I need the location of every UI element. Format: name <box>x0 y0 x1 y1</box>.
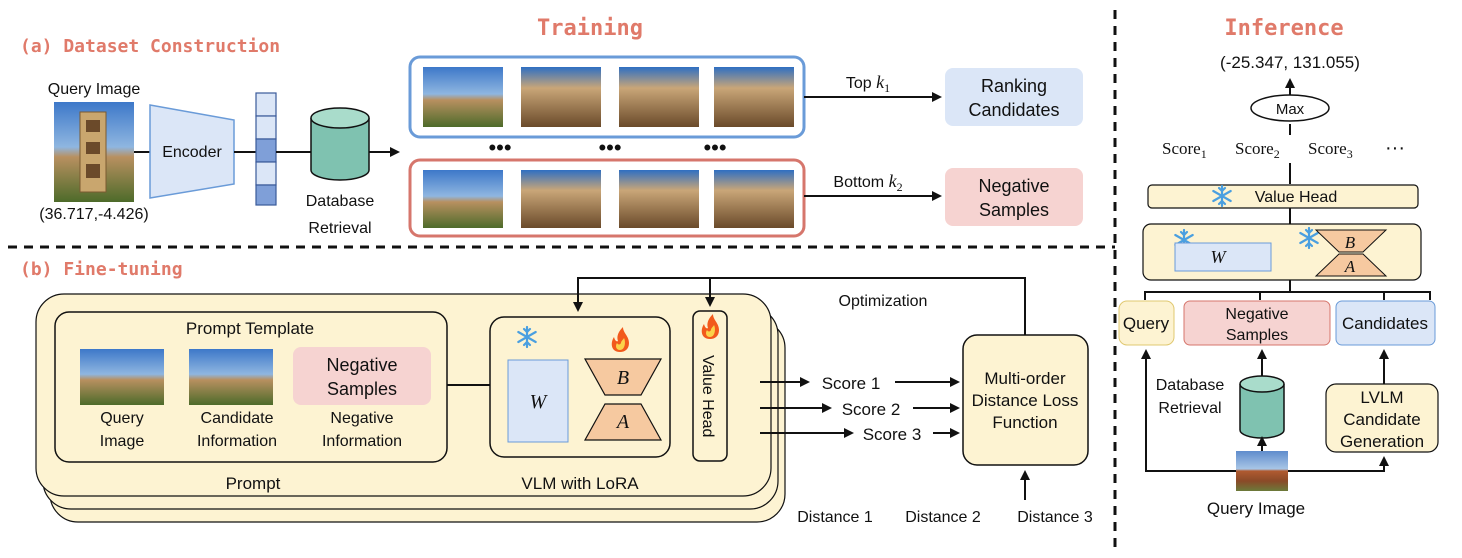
candidate-image-thumb <box>189 349 273 405</box>
inference-database-icon <box>1239 375 1285 439</box>
inference-value-head-label: Value Head <box>1255 189 1337 206</box>
ranking-label-2: Candidates <box>968 100 1059 120</box>
b-label: B <box>617 367 629 389</box>
inference-w-label: W <box>1211 247 1228 267</box>
database-label-1: Database <box>306 193 375 210</box>
inference-db-label-2: Retrieval <box>1158 400 1221 417</box>
query-image-text-2: Image <box>100 433 145 450</box>
dots-3: ••• <box>703 135 726 160</box>
inference-value-head-box <box>1147 184 1419 209</box>
inference-query-image <box>1236 451 1288 491</box>
training-title: Training <box>537 16 643 41</box>
inference-w-block <box>1174 242 1272 272</box>
inference-title: Inference <box>1224 16 1343 41</box>
ranking-label-1: Ranking <box>981 76 1047 96</box>
inference-neg-label-2: Samples <box>1226 327 1288 344</box>
score-1-inference: Score1 <box>1162 139 1207 161</box>
finetuning-title: (b) Fine-tuning <box>20 259 183 280</box>
negative-label-1: Negative <box>978 176 1049 196</box>
negative-samples-inner-box <box>293 347 431 405</box>
loss-label-3: Function <box>992 413 1057 432</box>
encoder-label: Encoder <box>162 144 222 161</box>
inference-a-label: A <box>1344 257 1356 276</box>
encoder-block <box>149 104 235 199</box>
value-head-label: Value Head <box>699 355 716 437</box>
database-icon <box>310 107 370 181</box>
bottom-negative-photos <box>423 170 794 228</box>
w-label: W <box>530 391 549 413</box>
distance-3-label: Distance 3 <box>1017 509 1093 526</box>
negative-samples-box <box>945 168 1083 226</box>
score-2-label: Score 2 <box>842 400 901 419</box>
score-2-inference: Score2 <box>1235 139 1280 161</box>
dots-1: ••• <box>488 135 511 160</box>
inference-b-label: B <box>1345 233 1356 252</box>
inference-query-image-label: Query Image <box>1207 499 1305 518</box>
loss-label-2: Distance Loss <box>972 391 1079 410</box>
score-3-inference: Score3 <box>1308 139 1353 161</box>
dataset-construction-title: (a) Dataset Construction <box>20 36 280 57</box>
inference-query-box <box>1118 300 1175 346</box>
prompt-template-label: Prompt Template <box>186 319 314 338</box>
lvlm-generation-box <box>1325 383 1439 453</box>
value-head-box <box>692 310 728 462</box>
inference-candidates-box <box>1335 300 1436 346</box>
negative-label-2: Samples <box>979 200 1049 220</box>
prompt-label: Prompt <box>226 474 281 493</box>
distance-2-label: Distance 2 <box>905 509 981 526</box>
optimization-arrow <box>573 277 1026 335</box>
frozen-weight-w <box>507 359 569 443</box>
inference-neg-label-1: Negative <box>1225 306 1288 323</box>
top-k-label: Top k1 <box>846 72 890 95</box>
inference-candidates-label: Candidates <box>1342 314 1428 333</box>
neg-info-text-2: Information <box>322 433 402 450</box>
database-label-2: Retrieval <box>308 220 371 237</box>
score-1-label: Score 1 <box>822 374 881 393</box>
neg-box-text-2: Samples <box>327 379 397 399</box>
max-node <box>1250 94 1330 122</box>
score-3-label: Score 3 <box>863 425 922 444</box>
bottom-k-label: Bottom k2 <box>833 171 902 194</box>
a-label: A <box>615 411 630 433</box>
query-image-label: Query Image <box>48 81 141 98</box>
query-image-thumb <box>80 349 164 405</box>
lvlm-label-3: Generation <box>1340 432 1424 451</box>
max-label: Max <box>1276 101 1305 118</box>
dots-2: ••• <box>598 135 621 160</box>
bottom-negatives-box <box>408 158 806 238</box>
inference-b-block <box>1314 229 1388 253</box>
feature-vector <box>255 92 277 206</box>
inference-db-label-1: Database <box>1156 377 1225 394</box>
candidate-info-text-1: Candidate <box>201 410 274 427</box>
query-coordinates: (36.717,-4.426) <box>39 206 148 223</box>
lora-b-block <box>583 358 663 396</box>
distance-1-label: Distance 1 <box>797 509 873 526</box>
candidate-info-text-2: Information <box>197 433 277 450</box>
predicted-coordinates: (-25.347, 131.055) <box>1220 53 1360 72</box>
query-image-photo <box>54 102 134 202</box>
lora-a-block <box>583 403 663 441</box>
ranking-candidates-box <box>945 68 1083 126</box>
inference-negative-box <box>1183 300 1331 346</box>
inference-a-block <box>1314 253 1388 277</box>
lvlm-label-1: LVLM <box>1360 388 1403 407</box>
query-image-text-1: Query <box>100 410 144 427</box>
neg-info-text-1: Negative <box>330 410 393 427</box>
top-candidate-photos <box>423 67 794 127</box>
vlm-label: VLM with LoRA <box>521 474 639 493</box>
optimization-label: Optimization <box>839 293 928 310</box>
score-ellipsis: ··· <box>1385 137 1405 159</box>
loss-label-1: Multi-order <box>984 369 1066 388</box>
neg-box-text-1: Negative <box>326 355 397 375</box>
inference-query-label: Query <box>1123 314 1170 333</box>
lvlm-label-2: Candidate <box>1343 410 1421 429</box>
